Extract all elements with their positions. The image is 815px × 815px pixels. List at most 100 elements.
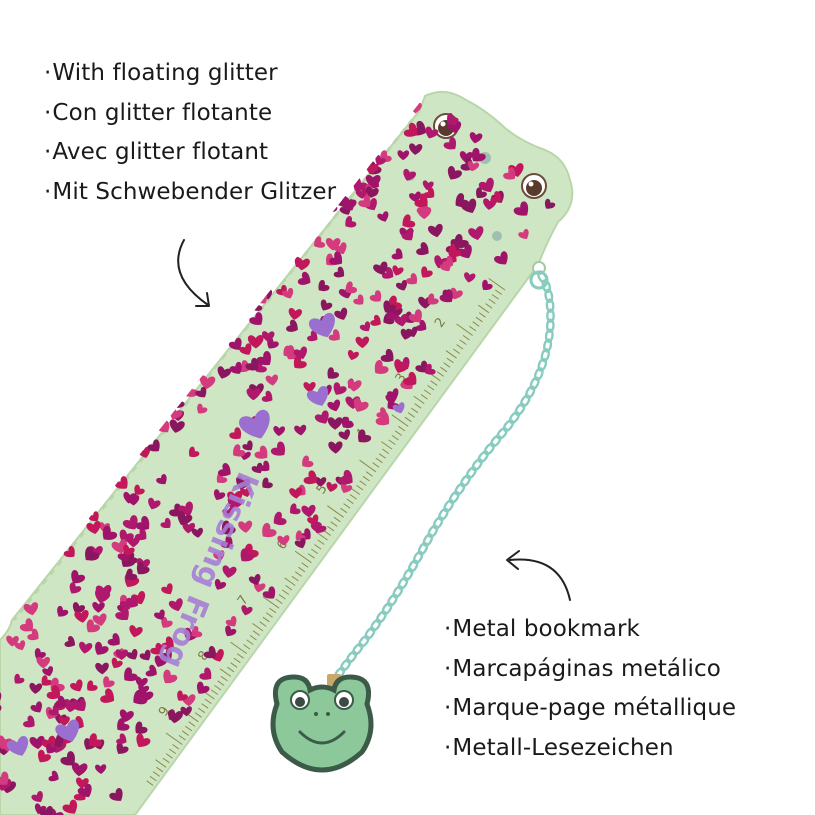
ruler-tick <box>291 575 299 582</box>
glitter-heart <box>31 790 43 802</box>
metal-bookmark <box>270 270 555 773</box>
ruler-tick <box>475 316 483 323</box>
glitter-heart <box>46 743 57 754</box>
ruler-tick <box>152 771 160 777</box>
glitter-heart <box>92 613 107 626</box>
glitter-heart <box>450 287 463 300</box>
glitter-heart <box>325 238 341 251</box>
ruler-tick <box>246 639 254 645</box>
frog-charm-icon <box>270 674 374 773</box>
chain-link <box>544 328 554 343</box>
chain-link <box>546 308 555 323</box>
glitter-heart <box>126 648 138 660</box>
glitter-heart <box>254 445 268 459</box>
glitter-heart <box>326 481 338 492</box>
glitter-heart <box>228 337 242 350</box>
glitter-heart <box>358 429 372 443</box>
glitter-heart <box>195 386 207 398</box>
glitter-heart <box>503 167 516 180</box>
ruler-tick <box>275 598 283 605</box>
glitter-heart <box>461 198 477 213</box>
glitter-heart <box>71 570 86 584</box>
glitter-heart <box>95 585 112 599</box>
ruler-tick <box>284 577 296 586</box>
glitter-heart <box>133 689 148 705</box>
glitter-heart <box>109 787 123 801</box>
ruler-tick <box>378 453 386 459</box>
glitter-heart <box>74 610 89 623</box>
glitter-heart <box>203 646 216 659</box>
glitter-heart <box>88 511 99 522</box>
glitter-heart <box>392 265 404 276</box>
ruler-tick <box>156 766 164 773</box>
ruler-tick <box>317 539 325 545</box>
glitter-heart <box>36 656 51 669</box>
glitter-heart <box>314 236 326 248</box>
ruler-tick <box>249 634 257 641</box>
chain-link <box>412 550 424 565</box>
glitter-heart <box>154 655 168 668</box>
glitter-heart <box>270 441 286 456</box>
ruler-tick <box>178 734 186 741</box>
glitter-heart <box>273 511 287 525</box>
ruler-tick <box>210 689 219 695</box>
ruler-tick <box>359 459 377 473</box>
feature-item: ·Marcapáginas metálico <box>444 655 721 682</box>
glitter-heart <box>123 492 137 504</box>
glitter-heart <box>100 688 115 703</box>
ruler-tick <box>169 748 177 755</box>
ruler-tick <box>443 362 451 368</box>
glitter-heart <box>425 363 436 375</box>
glitter-heart <box>169 419 185 433</box>
ruler-tick <box>453 348 461 355</box>
curved-arrow-bottom-icon <box>509 558 571 601</box>
glitter-heart <box>314 410 329 424</box>
ruler-tick <box>220 675 228 682</box>
ruler-tick <box>281 589 290 595</box>
feature-item: ·Metall-Lesezeichen <box>444 734 674 761</box>
glitter-heart <box>180 706 192 717</box>
glitter-heart <box>156 474 167 485</box>
ruler-tick <box>349 494 357 500</box>
ruler-tick <box>375 457 383 464</box>
glitter-heart <box>41 735 56 750</box>
chain-link <box>471 458 483 472</box>
ruler-tick <box>262 616 270 623</box>
glitter-heart <box>347 379 362 392</box>
ruler-tick <box>446 357 454 364</box>
chain-link <box>508 411 520 425</box>
glitter-heart <box>293 355 307 369</box>
ruler-tick <box>469 325 477 332</box>
glitter-heart <box>62 799 78 814</box>
glitter-heart <box>265 374 279 386</box>
glitter-heart <box>294 537 306 549</box>
glitter-heart <box>318 279 330 292</box>
glitter-heart <box>42 666 53 677</box>
glitter-heart <box>333 266 345 278</box>
ruler-scalloped-edge <box>12 109 422 621</box>
glitter-heart <box>245 357 259 371</box>
ruler-tick <box>459 339 467 345</box>
glitter-heart <box>145 664 157 677</box>
glitter-heart <box>251 462 263 474</box>
glitter-heart <box>239 409 270 439</box>
chain-link <box>454 482 466 496</box>
glitter-heart <box>415 319 427 331</box>
glitter-heart <box>129 625 143 638</box>
glitter-heart <box>409 191 421 203</box>
glitter-heart <box>160 648 172 660</box>
ruler-tick <box>362 475 370 482</box>
glitter-heart <box>328 441 343 454</box>
ruler-tick <box>404 416 412 423</box>
glitter-heart <box>102 525 118 540</box>
chain-link <box>402 568 414 582</box>
glitter-heart <box>240 486 252 498</box>
feature-list-top: ·With floating glitter ·Con glitter flot… <box>44 54 344 206</box>
glitter-heart <box>29 735 45 750</box>
glitter-heart <box>262 586 276 599</box>
chain-link <box>438 507 449 521</box>
ruler-tick <box>227 666 235 673</box>
glitter-heart <box>307 330 318 342</box>
glitter-heart <box>297 271 311 285</box>
